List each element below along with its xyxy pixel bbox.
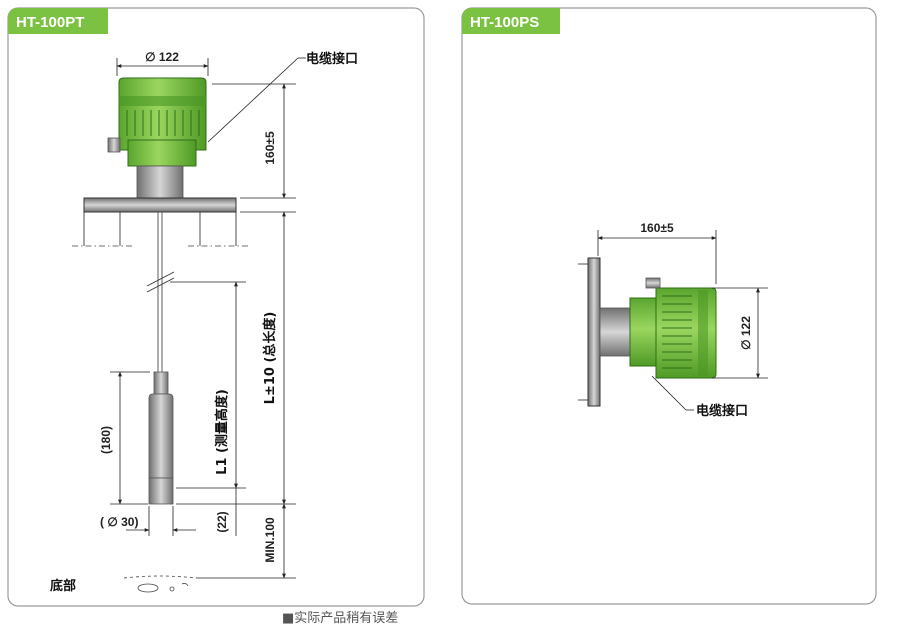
probe-length-label: (180) — [99, 426, 113, 454]
sensor-head — [107, 77, 207, 167]
neck — [136, 165, 184, 199]
bottom-ground — [123, 575, 197, 593]
probe-tip — [148, 477, 174, 505]
panel-tag-bg — [462, 8, 560, 34]
panel-tag-label: HT-100PT — [16, 14, 84, 31]
total-length-label: L±10 (总长度) — [262, 312, 278, 405]
height-dim-label: 160±5 — [263, 131, 277, 165]
probe-dia-label: ( ∅ 30) — [100, 515, 138, 529]
panel-ht-100ps: HT-100PS 160±5 ∅ — [461, 7, 877, 605]
cable-gland — [645, 277, 661, 289]
cable-port-leader — [207, 57, 299, 143]
flange — [83, 197, 237, 213]
panel-tag-label: HT-100PS — [470, 14, 539, 31]
tip-length-label: (22) — [215, 511, 229, 532]
flange — [587, 257, 601, 407]
neck — [599, 307, 631, 357]
footnote: ■实际产品稍有误差 — [282, 611, 398, 626]
cable-port-leader — [651, 375, 687, 411]
length-dim-label: 160±5 — [640, 221, 674, 235]
cable-port-label: 电缆接口 — [696, 403, 748, 419]
dia-top-label: ∅ 122 — [145, 50, 179, 64]
meas-height-label: L1 (测量高度) — [214, 389, 230, 475]
panel-frame — [7, 7, 425, 607]
min-dim-label: MIN.100 — [263, 517, 277, 563]
cable-gland — [107, 137, 121, 153]
bottom-label: 底部 — [50, 578, 76, 594]
probe-body — [148, 393, 174, 479]
panel-ht-100pt: HT-100PT ∅ 122 — [7, 7, 425, 607]
cable-port-label: 电缆接口 — [306, 51, 358, 67]
sensor-head — [629, 277, 717, 379]
panel-tag-bg — [8, 8, 108, 34]
dia-dim-label: ∅ 122 — [739, 316, 753, 350]
